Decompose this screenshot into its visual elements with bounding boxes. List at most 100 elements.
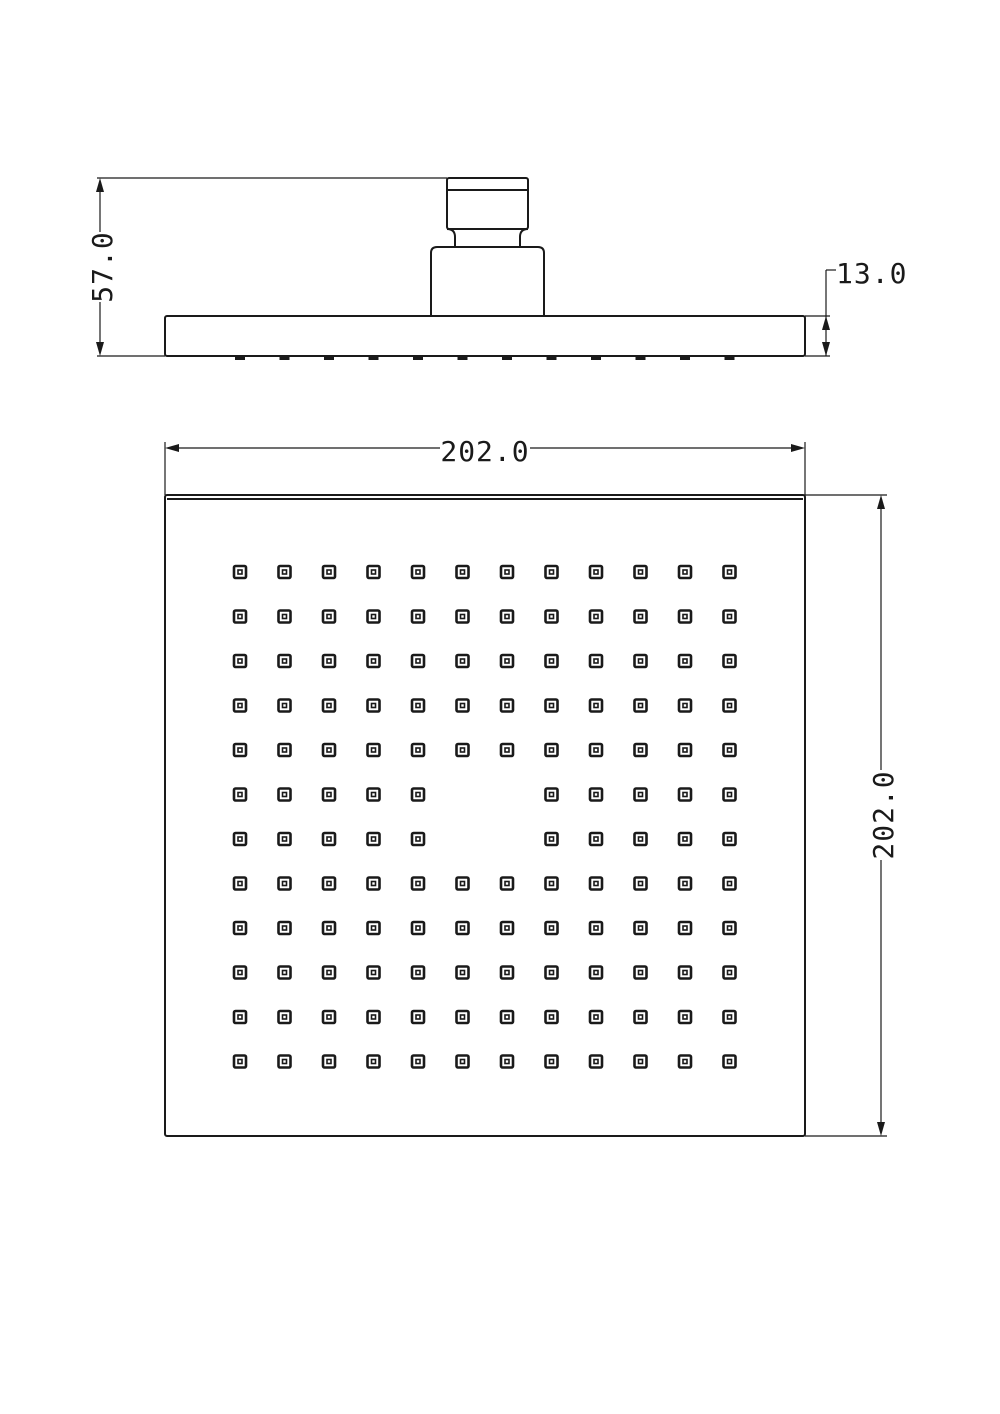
nozzle <box>677 831 693 847</box>
nozzle <box>499 1009 515 1025</box>
nozzle <box>499 965 515 980</box>
nozzle <box>722 564 737 580</box>
nozzle <box>321 1009 337 1025</box>
nozzle <box>633 1054 648 1069</box>
nozzle <box>544 1009 559 1025</box>
nozzle <box>366 920 381 936</box>
nozzle <box>366 831 381 847</box>
nozzle <box>544 609 559 624</box>
nozzle <box>499 876 515 891</box>
nozzle <box>588 787 604 802</box>
nozzle <box>366 742 381 758</box>
dim-13-label: 13.0 <box>836 257 907 290</box>
nozzle <box>410 1009 426 1025</box>
dim-57-arrow-top <box>96 178 104 192</box>
nozzle <box>321 1054 337 1069</box>
nozzle <box>588 1009 604 1025</box>
side-nozzle-tip <box>546 356 557 360</box>
nozzle <box>366 653 381 669</box>
nozzle <box>455 564 470 580</box>
nozzle <box>232 1054 248 1069</box>
nozzle-grid <box>232 564 737 1069</box>
nozzle <box>722 787 737 802</box>
nozzle <box>410 787 426 802</box>
nozzle <box>232 698 248 713</box>
nozzle <box>366 876 381 891</box>
nozzle <box>277 1009 292 1025</box>
nozzle <box>722 742 737 758</box>
nozzle <box>499 564 515 580</box>
nozzle <box>677 965 693 980</box>
nozzle <box>232 965 248 980</box>
dim-width-arrow-right <box>791 444 805 452</box>
nozzle <box>410 698 426 713</box>
nozzle <box>366 1054 381 1069</box>
nozzle <box>321 920 337 936</box>
nozzle <box>277 831 292 847</box>
nozzle <box>410 742 426 758</box>
nozzle <box>677 1054 693 1069</box>
nozzle <box>544 742 559 758</box>
nozzle <box>544 698 559 713</box>
side-plate <box>164 315 806 357</box>
nozzle <box>677 787 693 802</box>
nozzle <box>544 920 559 936</box>
nozzle <box>677 742 693 758</box>
nozzle <box>544 653 559 669</box>
nozzle <box>277 1054 292 1069</box>
nozzle <box>410 609 426 624</box>
nozzle <box>455 876 470 891</box>
nozzle <box>321 876 337 891</box>
nozzle <box>588 965 604 980</box>
nozzle <box>499 920 515 936</box>
nozzle <box>588 876 604 891</box>
nozzle <box>633 609 648 624</box>
nozzle <box>277 920 292 936</box>
dim-13-arrow-top <box>822 316 830 330</box>
nozzle <box>588 1054 604 1069</box>
nozzle <box>588 564 604 580</box>
nozzle <box>677 653 693 669</box>
nozzle <box>277 698 292 713</box>
nozzle <box>633 698 648 713</box>
nozzle <box>455 1054 470 1069</box>
side-nozzle-tip <box>457 356 468 360</box>
nozzle <box>677 876 693 891</box>
dim-57-arrow-bottom <box>96 342 104 356</box>
dim-width-label: 202.0 <box>440 435 529 468</box>
nozzle <box>410 831 426 847</box>
nozzle <box>633 564 648 580</box>
nozzle <box>455 1009 470 1025</box>
side-connector-nut <box>446 177 529 230</box>
nozzle <box>588 831 604 847</box>
nozzle <box>677 1009 693 1025</box>
nozzle <box>277 787 292 802</box>
nozzle <box>232 609 248 624</box>
nozzle <box>633 787 648 802</box>
plan-view: 202.0 202.0 <box>164 430 900 1137</box>
side-nozzle-tip <box>368 356 379 360</box>
nozzle <box>410 965 426 980</box>
nozzle <box>410 564 426 580</box>
side-nozzle-tip <box>635 356 646 360</box>
nozzle <box>544 564 559 580</box>
nozzle <box>321 831 337 847</box>
nozzle <box>722 831 737 847</box>
dim-depth-arrow-bottom <box>877 1122 885 1136</box>
side-nozzle-tip <box>324 356 334 360</box>
nozzle <box>366 609 381 624</box>
nozzle <box>232 1009 248 1025</box>
nozzle <box>633 653 648 669</box>
dim-width-arrow-left <box>165 444 179 452</box>
nozzle <box>366 787 381 802</box>
nozzle <box>455 653 470 669</box>
dim-13-arrow-bottom <box>822 342 830 356</box>
nozzle <box>410 1054 426 1069</box>
dim-depth-arrow-top <box>877 495 885 509</box>
nozzle <box>722 876 737 891</box>
nozzle <box>633 1009 648 1025</box>
nozzle <box>366 698 381 713</box>
side-nozzle-tip <box>279 356 290 360</box>
nozzle <box>232 920 248 936</box>
